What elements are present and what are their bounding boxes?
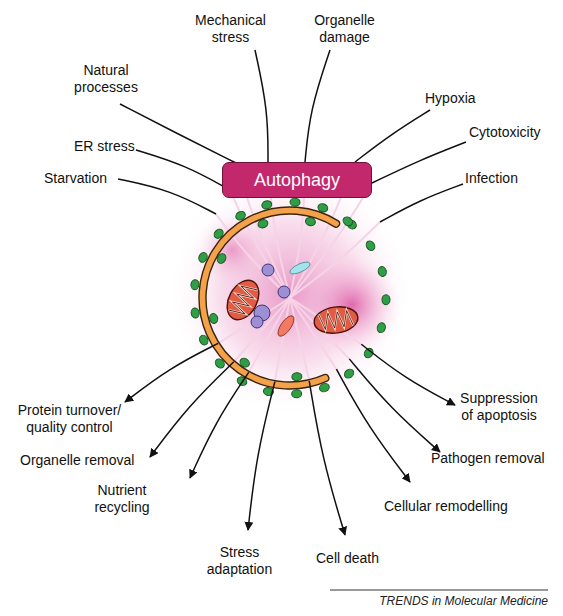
protein-dot (212, 227, 225, 240)
label-text: Hypoxia (425, 90, 505, 107)
protein-dot (190, 307, 199, 318)
protein-dot (291, 389, 302, 398)
protein-dot (238, 357, 251, 369)
leader-line (118, 179, 216, 214)
outcome-arrow (190, 372, 249, 478)
protein-dot (343, 367, 356, 379)
label-text: Suppression of apoptosis (454, 390, 544, 424)
outcome-arrow (125, 343, 218, 402)
label-text: Protein turnover/ quality control (12, 402, 127, 436)
process-box: Autophagy (222, 162, 372, 198)
protein-dot (190, 279, 199, 290)
label-text: Mechanical stress (183, 12, 278, 46)
protein-dot (261, 200, 273, 210)
protein-dot (382, 295, 390, 305)
protein-dot (257, 218, 269, 229)
cargo (275, 313, 297, 338)
label-text: Stress adaptation (197, 544, 282, 578)
vesicle (278, 286, 290, 298)
protein-dot (364, 239, 376, 252)
label-text: Organelle damage (302, 12, 387, 46)
protein-dot (209, 313, 219, 325)
protein-dot (234, 210, 247, 222)
label-text: ER stress (74, 138, 154, 155)
vesicle (262, 264, 274, 276)
faint-line (290, 222, 380, 298)
caption: TRENDS in Molecular Medicine (300, 594, 548, 608)
outcome-arrow (248, 382, 275, 530)
outcome-arrow (349, 359, 440, 452)
protein-dot (292, 372, 303, 381)
label-text: Organelle removal (20, 452, 160, 469)
protein-dot (305, 217, 317, 227)
leader-line (136, 150, 230, 190)
protein-dot (197, 251, 208, 263)
faint-line (275, 298, 290, 382)
leader-line (372, 142, 466, 183)
protein-dot (318, 382, 330, 393)
node-title: Autophagy (254, 170, 340, 191)
protein-dot (213, 357, 226, 370)
cargo (288, 260, 311, 277)
protein-dot (198, 334, 210, 346)
protein-dot (341, 215, 354, 227)
outcome-arrow (309, 381, 345, 535)
outcome-arrow (150, 362, 234, 457)
glow (165, 168, 415, 418)
label-text: Starvation (44, 170, 134, 187)
faint-line (290, 298, 309, 381)
leader-line (380, 184, 463, 222)
label-text: Nutrient recycling (82, 482, 162, 516)
label-text: Cell death (316, 550, 406, 567)
mitochondrion (312, 304, 359, 336)
phagophore (199, 207, 340, 389)
protein-dot (290, 198, 300, 207)
leader-line (255, 50, 268, 162)
label-text: Natural processes (63, 62, 149, 96)
label-text: Infection (465, 170, 555, 187)
protein-dot (216, 252, 228, 265)
leader-line (305, 50, 330, 162)
leader-line (355, 110, 430, 162)
protein-dot (376, 322, 387, 334)
faint-line (290, 298, 361, 344)
protein-dot (377, 266, 387, 278)
leader-line (120, 104, 236, 163)
outcome-arrow (361, 344, 455, 405)
label-text: Pathogen removal (431, 450, 561, 467)
vesicle (251, 316, 263, 328)
caption-rule (330, 590, 548, 591)
protein-dot (317, 202, 329, 213)
label-text: Cellular remodelling (384, 498, 534, 515)
label-text: Cytotoxicity (469, 124, 559, 141)
